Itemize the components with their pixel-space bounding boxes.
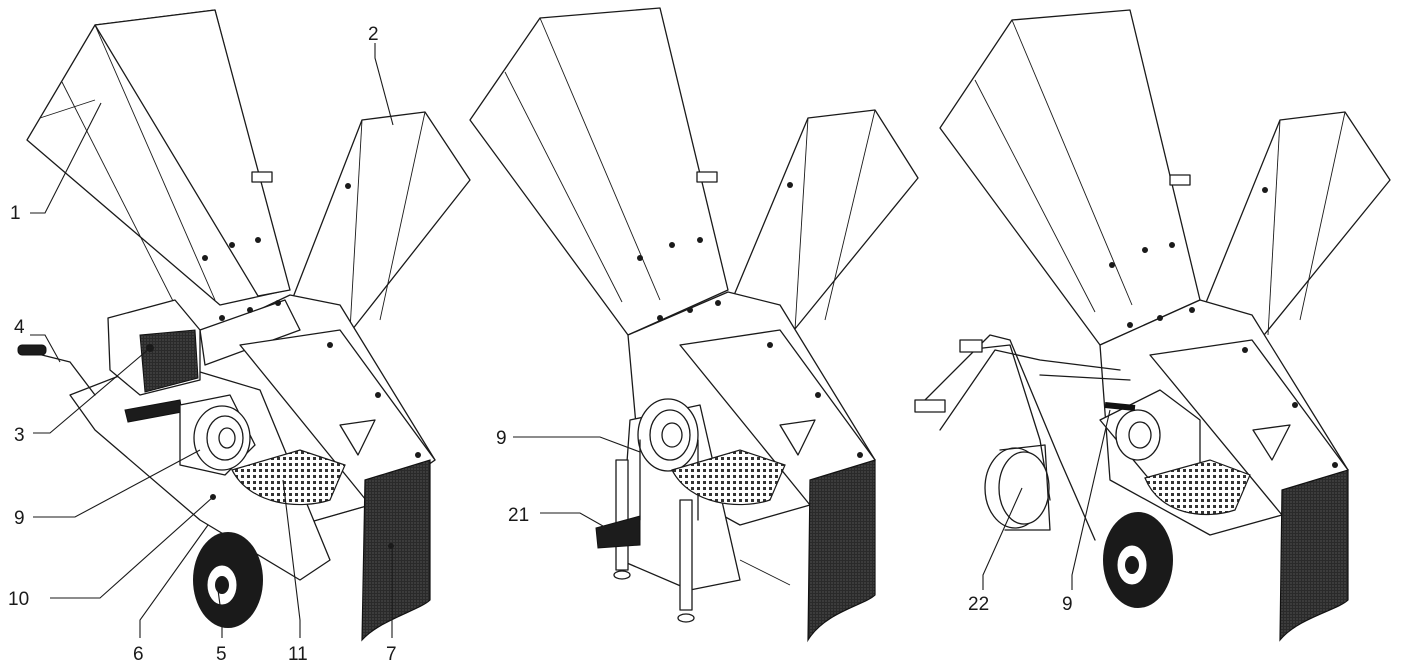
left-leaders <box>30 43 394 638</box>
callout-label: 3 <box>14 425 25 446</box>
right-callout-labels: 22 9 <box>968 594 1073 615</box>
deflector-flap <box>1279 469 1349 642</box>
callout-label: 6 <box>133 644 144 665</box>
housing-bolts <box>1109 242 1338 468</box>
callout-label: 1 <box>10 203 21 224</box>
belt-pulley <box>179 394 256 476</box>
engine <box>107 299 201 396</box>
callout-label: 10 <box>8 589 29 610</box>
callout-label: 22 <box>968 594 989 615</box>
callout-label: 9 <box>496 428 507 449</box>
machine-left <box>17 9 471 642</box>
feed-grate <box>1144 459 1251 516</box>
deflector-flap <box>807 459 876 643</box>
machine-middle <box>469 7 919 643</box>
discharge-chute <box>291 111 471 336</box>
lift-jack <box>595 459 695 623</box>
middle-leaders <box>513 436 641 531</box>
callout-label: 2 <box>368 24 379 45</box>
middle-callout-labels: 9 21 <box>496 428 529 526</box>
machine-right <box>914 9 1391 642</box>
feed-grate <box>671 449 786 506</box>
feed-hopper <box>26 9 291 306</box>
discharge-chute <box>1204 111 1391 341</box>
housing-bolts <box>637 237 863 458</box>
left-callout-labels: 1 2 3 4 5 6 7 9 10 11 <box>8 24 397 665</box>
feed-hopper <box>469 7 729 336</box>
wheel <box>1103 512 1173 608</box>
callout-label: 5 <box>216 644 227 665</box>
callout-label: 4 <box>14 317 25 338</box>
callout-label: 9 <box>1062 594 1073 615</box>
deflector-flap <box>361 459 431 642</box>
housing-bolts <box>202 237 421 549</box>
belt-pulley <box>1099 389 1201 481</box>
callout-label: 11 <box>288 644 308 665</box>
feed-hopper <box>939 9 1201 346</box>
callout-label: 21 <box>508 505 529 526</box>
right-leaders <box>982 409 1111 590</box>
callout-label: 7 <box>386 644 397 665</box>
removed-pulley-cover <box>984 444 1051 531</box>
wheel <box>193 532 263 628</box>
feed-grate <box>231 449 346 506</box>
callout-label: 9 <box>14 508 25 529</box>
